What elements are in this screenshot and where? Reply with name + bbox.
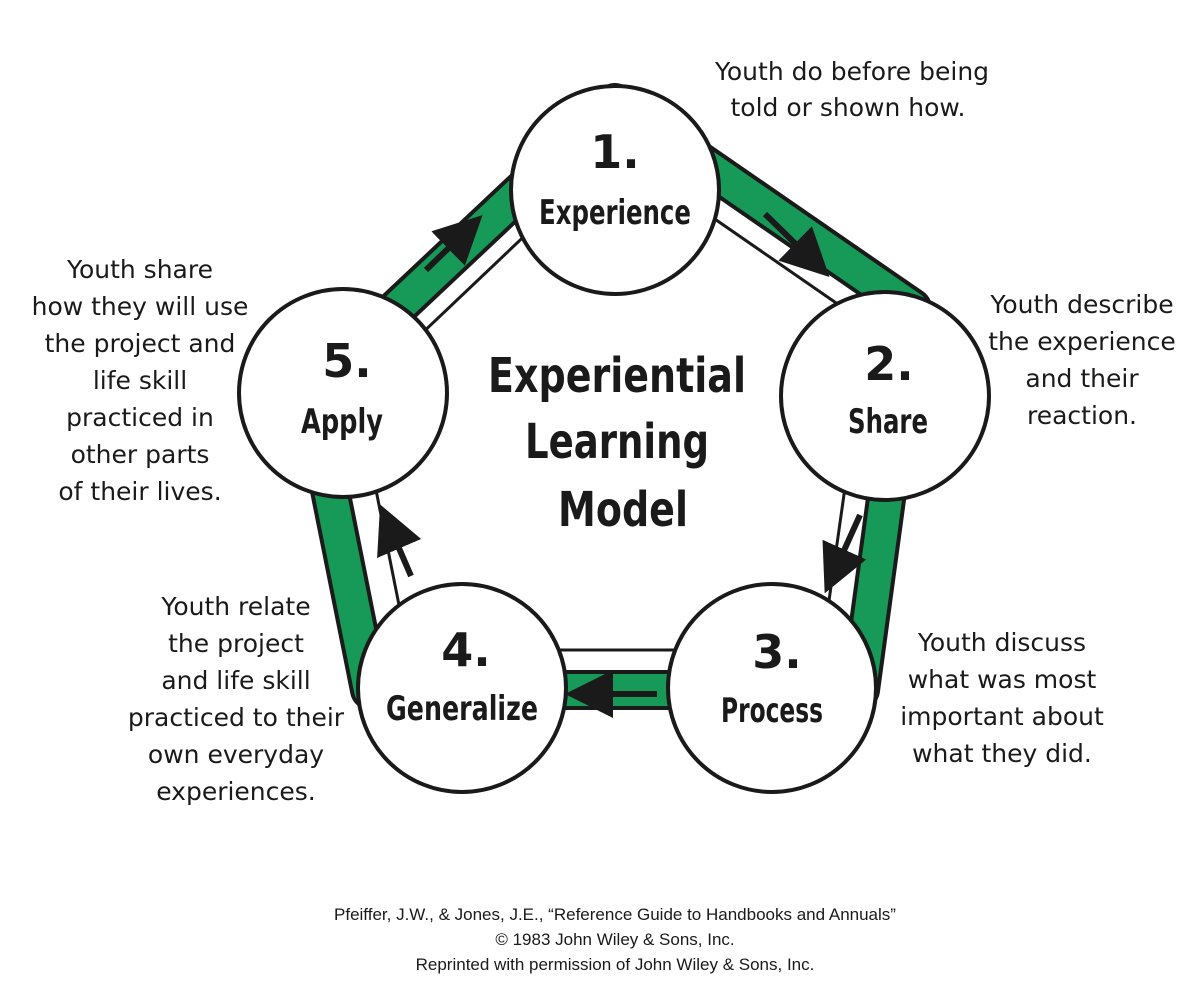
description-line: the experience (988, 327, 1176, 356)
description-line: experiences. (156, 777, 316, 806)
arrow-apply-to-experience (423, 215, 483, 273)
description-line: the project (168, 629, 304, 658)
description-line: and life skill (161, 666, 310, 695)
stage-number: 5. (322, 334, 371, 388)
center-title-line: Experiential (488, 348, 746, 404)
stage-generalize: 4. Generalize (356, 582, 568, 794)
stage-label: Experience (539, 193, 691, 233)
stage-circle (666, 582, 878, 794)
stage-number: 4. (441, 623, 490, 677)
description-line: reaction. (1027, 401, 1137, 430)
description-experience: Youth do before being told or shown how. (714, 57, 989, 122)
stage-apply: 5. Apply (237, 287, 449, 499)
description-line: Youth relate (160, 592, 310, 621)
stage-number: 2. (864, 337, 913, 391)
description-line: practiced in (66, 403, 214, 432)
citation-line: © 1983 John Wiley & Sons, Inc. (495, 930, 734, 949)
citation-line: Reprinted with permission of John Wiley … (416, 955, 815, 974)
stage-circle (509, 84, 721, 296)
description-line: Youth share (66, 255, 213, 284)
description-line: Youth do before being (714, 57, 989, 86)
description-line: practiced to their (128, 703, 345, 732)
stage-circle (237, 287, 449, 499)
description-line: of their lives. (58, 477, 221, 506)
stage-label: Generalize (386, 689, 538, 729)
description-generalize: Youth relate the project and life skill … (128, 592, 345, 806)
stage-label: Apply (301, 402, 383, 442)
description-line: what was most (908, 665, 1097, 694)
description-share: Youth describe the experience and their … (988, 290, 1176, 430)
arrow-experience-to-share (762, 211, 830, 277)
stage-number: 3. (752, 625, 801, 679)
description-line: the project and (45, 329, 236, 358)
description-line: own everyday (148, 740, 324, 769)
center-title-line: Model (558, 482, 688, 538)
stage-share: 2. Share (779, 290, 991, 502)
stage-label: Share (848, 402, 928, 442)
description-line: life skill (93, 366, 187, 395)
stage-number: 1. (590, 125, 639, 179)
description-line: Youth discuss (917, 628, 1086, 657)
stage-label: Process (721, 691, 823, 731)
description-apply: Youth share how they will use the projec… (32, 255, 249, 506)
citation-line: Pfeiffer, J.W., & Jones, J.E., “Referenc… (334, 905, 896, 924)
center-title-line: Learning (525, 414, 709, 470)
stage-process: 3. Process (666, 582, 878, 794)
arrow-share-to-process (822, 513, 867, 594)
description-line: what they did. (912, 739, 1092, 768)
stage-experience: 1. Experience (509, 84, 721, 296)
description-line: other parts (71, 440, 210, 469)
arrow-generalize-to-apply (377, 504, 422, 578)
stage-circle (356, 582, 568, 794)
description-line: Youth describe (989, 290, 1173, 319)
description-process: Youth discuss what was most important ab… (900, 628, 1104, 768)
description-line: important about (900, 702, 1104, 731)
stage-circle (779, 290, 991, 502)
citation: Pfeiffer, J.W., & Jones, J.E., “Referenc… (334, 905, 896, 974)
center-title: Experiential Learning Model (488, 348, 746, 538)
description-line: how they will use (32, 292, 249, 321)
cycle-arrows (377, 211, 867, 718)
description-line: told or shown how. (730, 93, 965, 122)
description-line: and their (1025, 364, 1139, 393)
